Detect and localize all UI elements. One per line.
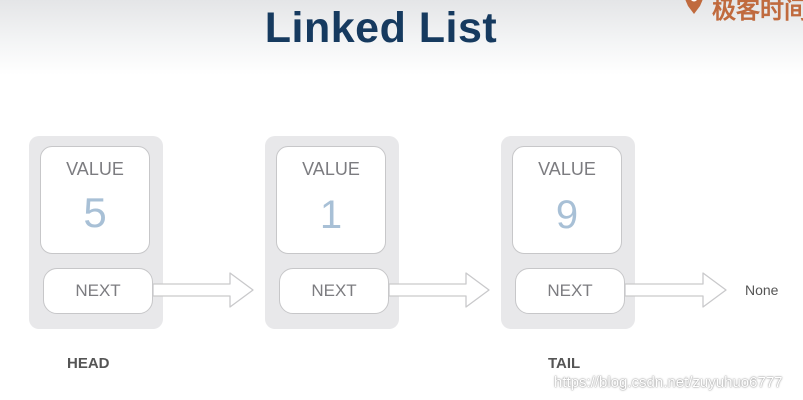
head-label: HEAD <box>67 355 110 372</box>
value-number: 1 <box>319 193 343 237</box>
geektime-logo-icon <box>685 0 703 14</box>
value-field: VALUE 5 <box>40 146 150 254</box>
linked-list-node-2: VALUE 1 NEXT <box>265 136 399 329</box>
arrow-icon <box>624 272 727 308</box>
tail-label: TAIL <box>548 355 581 372</box>
value-number: 9 <box>555 193 579 237</box>
none-terminal-label: None <box>745 282 779 298</box>
value-label: VALUE <box>302 159 360 179</box>
value-field: VALUE 1 <box>276 146 386 254</box>
arrow-icon <box>152 272 254 308</box>
value-label: VALUE <box>66 159 124 179</box>
logo: 极客时间 <box>676 0 803 24</box>
arrow-icon <box>388 272 490 308</box>
value-number: 5 <box>83 189 107 236</box>
value-label: VALUE <box>538 159 596 179</box>
next-pointer: NEXT <box>279 268 389 314</box>
next-pointer: NEXT <box>515 268 625 314</box>
watermark: https://blog.csdn.net/zuyuhuo6777 <box>554 374 783 391</box>
linked-list-node-3: VALUE 9 NEXT <box>501 136 635 329</box>
page-title: Linked List <box>264 4 498 52</box>
logo-text: 极客时间 <box>712 0 803 24</box>
value-field: VALUE 9 <box>512 146 622 254</box>
